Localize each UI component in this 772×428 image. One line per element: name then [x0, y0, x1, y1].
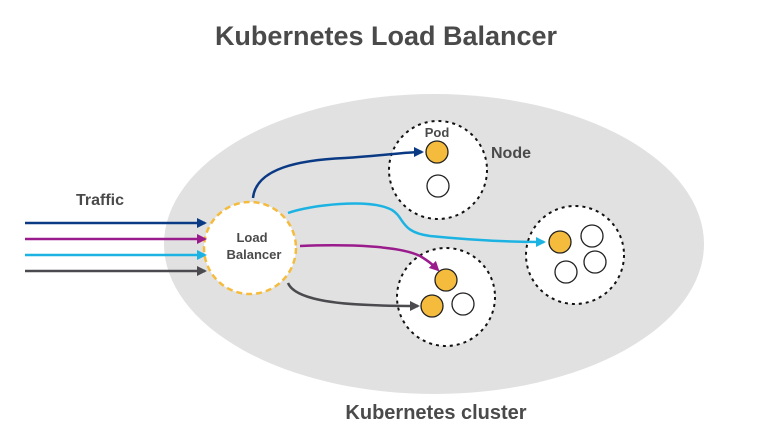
route-gray-arrow — [286, 282, 420, 311]
traffic-label: Traffic — [76, 192, 124, 209]
node-2-pod-idle — [583, 250, 607, 274]
pod-label: Pod — [425, 125, 450, 140]
kubernetes-cluster — [164, 94, 704, 394]
route-magenta-arrow — [299, 244, 440, 272]
node-1-pod-active — [425, 140, 449, 164]
load-balancer-label-line2: Balancer — [227, 247, 282, 262]
node-2-pod-idle — [554, 260, 578, 284]
load-balancer-label-line1: Load — [236, 230, 267, 245]
node-3-pod-idle — [451, 292, 475, 316]
diagram-title: Kubernetes Load Balancer — [215, 21, 558, 51]
node-label: Node — [491, 145, 531, 162]
node-1 — [388, 120, 488, 220]
node-1-pod-idle — [426, 174, 450, 198]
node-3 — [396, 247, 496, 347]
cluster-label: Kubernetes cluster — [345, 402, 526, 424]
node-2-pod-active — [548, 230, 572, 254]
node-2 — [525, 205, 625, 305]
node-3-pod-active — [434, 268, 458, 292]
route-navy-arrow — [251, 147, 424, 199]
node-2-pod-idle — [580, 224, 604, 248]
route-cyan-arrow — [287, 202, 546, 247]
load-balancer — [202, 200, 298, 296]
node-3-pod-active — [420, 294, 444, 318]
